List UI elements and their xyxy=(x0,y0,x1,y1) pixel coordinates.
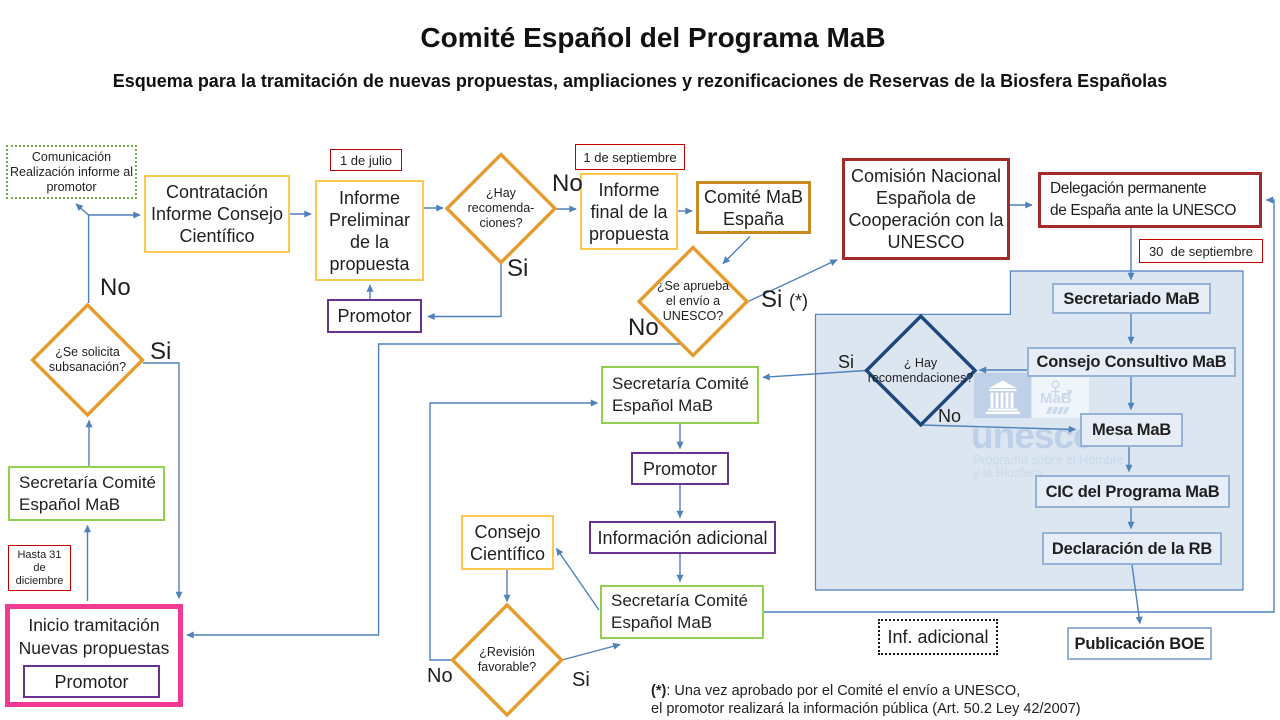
svg-text:Programa sobre el Hombre: Programa sobre el Hombre xyxy=(973,453,1124,467)
svg-text:y la Biosfera: y la Biosfera xyxy=(973,466,1042,480)
svg-text:unesco: unesco xyxy=(971,415,1095,456)
svg-text:MaB: MaB xyxy=(1040,390,1072,407)
